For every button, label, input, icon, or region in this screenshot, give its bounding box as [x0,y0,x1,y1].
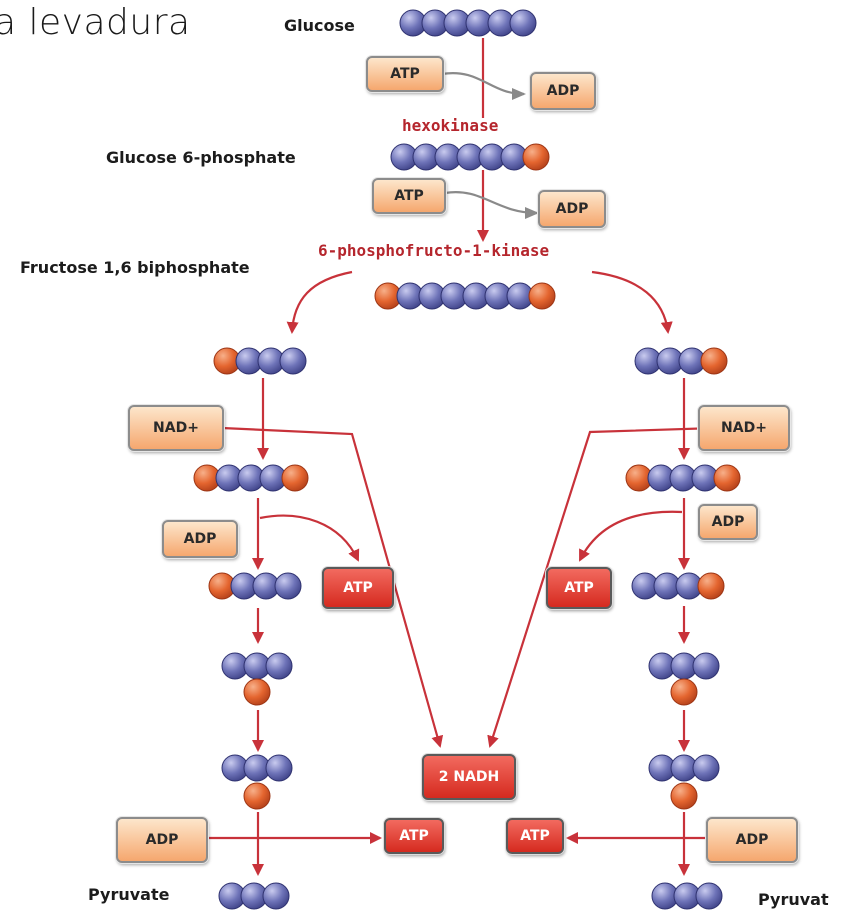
carbon-bead [692,652,720,680]
carbon-bead [509,9,537,37]
atp-to-adp-curve-1 [441,72,526,100]
glucose-label: Glucose [284,16,355,35]
phosphate-bead [697,572,725,600]
nad-left-box: NAD+ [128,405,224,451]
glucose-molecule [399,9,537,37]
carbon-bead [692,754,720,782]
carbon-bead [265,754,293,782]
carbon-bead [265,652,293,680]
phosphate-bead [670,782,698,810]
glucose-6-phosphate-label: Glucose 6-phosphate [106,148,296,167]
adp-to-atp-right-mid-arrow [579,510,683,562]
carbon-bead [695,882,723,910]
adp-left-bottom-box: ADP [116,817,208,863]
phosphate-bead [670,678,698,706]
atp-box-2: ATP [372,178,446,214]
nadh-box: 2 NADH [422,754,516,800]
nad-right-to-nadh-arrow [487,426,717,748]
nad-left-to-nadh-arrow [221,426,444,748]
right-c3-3 [631,572,725,600]
left-c3-5 [221,754,293,810]
split-left-arrow [286,270,353,334]
atp-right-bottom-box: ATP [506,818,564,854]
right-c3-1 [634,347,728,375]
pyruvate-right-label: Pyruvat [758,890,829,909]
carbon-bead [274,572,302,600]
phosphate-bead [243,678,271,706]
phosphate-bead [522,143,550,171]
adp-right-mid-box: ADP [698,504,758,540]
right-c3-2 [625,464,741,492]
phosphate-bead [713,464,741,492]
adp-box-2: ADP [538,190,606,228]
right-c3-5 [648,754,720,810]
atp-left-mid-box: ATP [322,567,394,609]
nad-right-box: NAD+ [698,405,790,451]
carbon-bead [262,882,290,910]
atp-box-1: ATP [366,56,444,92]
phosphate-bead [243,782,271,810]
fructose-bisphosphate-label: Fructose 1,6 biphosphate [20,258,250,277]
right-c3-4 [648,652,720,706]
phosphate-bead [700,347,728,375]
left-c3-1 [213,347,307,375]
phosphate-bead [281,464,309,492]
left-c3-3 [208,572,302,600]
carbon-bead [279,347,307,375]
hexokinase-label: hexokinase [402,116,499,135]
g6p-molecule [390,143,550,171]
f16bp-molecule [374,282,556,310]
pyruvate-left-label: Pyruvate [88,885,170,904]
adp-right-bottom-box: ADP [706,817,798,863]
split-right-arrow [591,270,673,334]
pfk-label: 6-phosphofructo-1-kinase [318,241,550,260]
left-c3-4 [221,652,293,706]
adp-to-atp-left-mid-arrow [259,514,360,562]
left-pyruvate-molecule [218,882,290,910]
adp-left-mid-box: ADP [162,520,238,558]
phosphate-bead [528,282,556,310]
page-title: a levadura [0,2,191,43]
left-c3-2 [193,464,309,492]
atp-right-mid-box: ATP [546,567,612,609]
adp-box-1: ADP [530,72,596,110]
right-pyruvate-molecule [651,882,723,910]
atp-left-bottom-box: ATP [384,818,444,854]
atp-to-adp-curve-2 [444,191,539,219]
